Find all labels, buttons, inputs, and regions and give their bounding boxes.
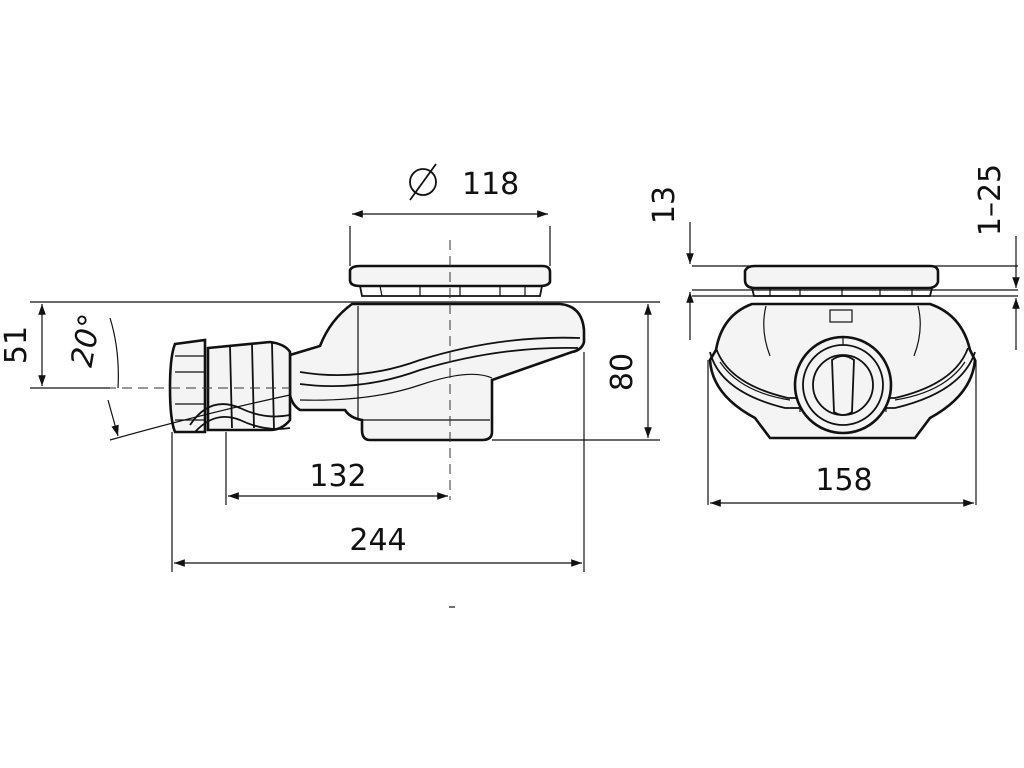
width-label: 158 [815, 463, 872, 498]
height-outlet-label: 51 [0, 326, 34, 364]
rim-height-label: 13 [647, 186, 682, 224]
side-view: 118 51 20° 80 132 244 [0, 163, 660, 572]
length-center-label: 132 [309, 459, 366, 494]
diameter-value: 118 [462, 167, 519, 202]
length-total-label: 244 [349, 523, 406, 558]
diameter-symbol-icon [409, 163, 437, 201]
tile-range-label: 1–25 [973, 164, 1008, 236]
front-view: 13 1–25 158 [647, 164, 1020, 507]
height-total-label: 80 [605, 353, 640, 391]
angle-label: 20° [65, 311, 109, 369]
